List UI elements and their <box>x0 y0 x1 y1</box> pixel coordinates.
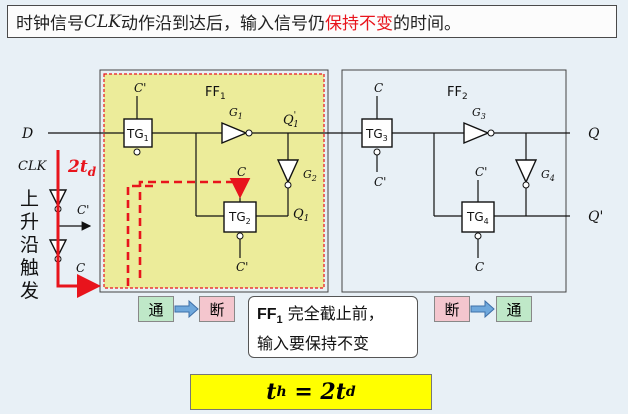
callout-line2: 输入要保持不变 <box>257 334 370 354</box>
rising-edge-text: 上升沿触发 <box>20 188 40 302</box>
buffer-c-label: C <box>76 261 85 275</box>
tg3-label: TG3 <box>365 127 388 143</box>
tg1-label: TG1 <box>126 127 149 143</box>
tg2-c-label: C <box>237 165 246 179</box>
q-prime-label: Q' <box>588 209 603 225</box>
q-label: Q <box>588 126 600 142</box>
clk-label: CLK <box>18 159 48 174</box>
tg2-label: TG2 <box>228 210 251 226</box>
chip-on-right: 通 <box>496 296 532 322</box>
callout-line1: FF1 完全截止前， <box>257 304 384 327</box>
tg3-c-label: C <box>374 81 383 95</box>
tg1-c-prime-label: C' <box>134 81 146 95</box>
left-transition-arrow <box>174 299 199 319</box>
title-clk: CLK <box>84 11 121 32</box>
g3-label: G3 <box>472 106 486 121</box>
clk-buffers <box>48 172 92 263</box>
chip-off-left: 断 <box>199 296 235 322</box>
tg3-c-prime-label: C' <box>374 175 386 189</box>
tg4-c-label: C <box>475 260 484 274</box>
g1-label: G1 <box>229 106 243 121</box>
callout-box: FF1 完全截止前， 输入要保持不变 <box>248 296 418 358</box>
timing-path <box>56 150 251 298</box>
title-suffix: 的时间。 <box>393 14 461 34</box>
tg2-c-prime-label: C' <box>236 260 248 274</box>
g2-label: G2 <box>303 168 317 183</box>
g4-label: G4 <box>541 168 555 183</box>
g3-inverter <box>463 121 495 145</box>
ff2-frame <box>341 69 567 293</box>
tg3-gate <box>361 96 393 172</box>
g4-inverter <box>514 159 538 189</box>
buffer-c-prime-label: C' <box>77 203 89 217</box>
g2-inverter <box>276 159 300 189</box>
tg4-label: TG4 <box>466 210 489 226</box>
title-highlight: 保持不变 <box>325 14 393 34</box>
tg2-gate <box>223 180 257 258</box>
ff1-label: FF1 <box>205 85 226 102</box>
delay-label: 2td <box>67 157 97 179</box>
tg4-gate <box>461 180 495 258</box>
ff2-label: FF2 <box>447 85 468 102</box>
tg1-gate <box>123 96 153 156</box>
right-transition-arrow <box>470 299 495 319</box>
d-label: D <box>21 126 33 142</box>
g1-inverter <box>221 121 253 145</box>
q1-prime-label: Q'1 <box>283 111 299 130</box>
ff1-frame <box>99 69 329 293</box>
title-middle: 动作沿到达后，输入信号仍 <box>121 14 325 34</box>
tg4-c-prime-label: C' <box>475 165 487 179</box>
q1-label: Q1 <box>293 207 309 224</box>
chip-off-right: 断 <box>434 296 470 322</box>
chip-on-left: 通 <box>138 296 174 322</box>
title-prefix: 时钟信号 <box>16 14 84 34</box>
